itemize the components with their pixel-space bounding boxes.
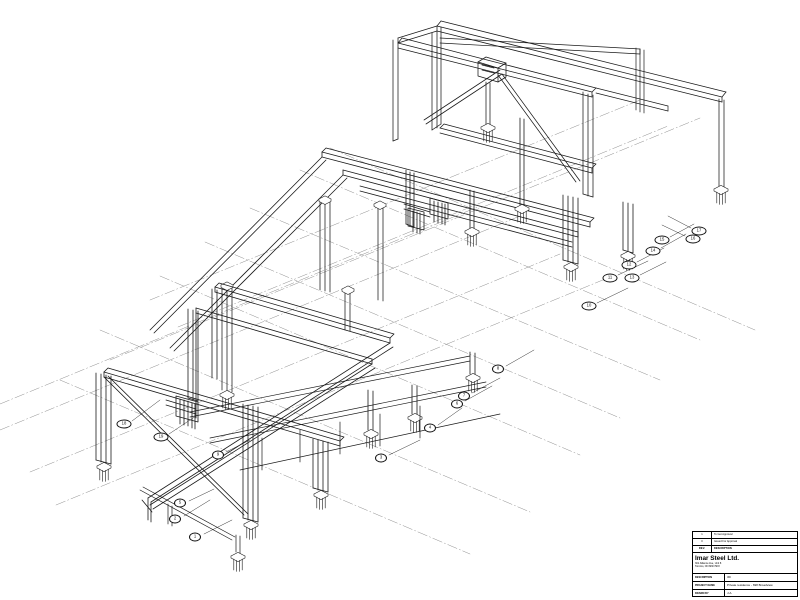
- drawn-by-value: J.A.: [727, 591, 733, 595]
- revision-header-rev: REV.: [693, 546, 712, 552]
- company-address-line-1: 301 Alliance Ave, Unit 8: [695, 561, 722, 565]
- project-name-label: PROJECT NAME: [693, 582, 725, 589]
- project-name-value: Private residence - 698 Broadview: [727, 583, 773, 587]
- callout-bubble-19: 19: [153, 432, 169, 442]
- callout-bubble-13: 13: [624, 273, 640, 283]
- callout-bubble-4: 4: [424, 423, 436, 433]
- callout-bubble-15: 15: [654, 235, 670, 245]
- description-value: 3D: [727, 575, 731, 579]
- deck-lower-middle: [189, 355, 501, 471]
- frame-upper-right-rails: [439, 37, 669, 114]
- callout-bubble-12: 12: [621, 260, 637, 270]
- company-block: Imar Steel Ltd. 301 Alliance Ave, Unit 8…: [693, 553, 797, 574]
- callout-bubble-11: 11: [602, 273, 618, 283]
- revision-number: 0: [693, 539, 712, 545]
- callout-bubble-18: 18: [116, 419, 132, 429]
- revision-header-row: REV. DESCRIPTION: [693, 546, 797, 553]
- callout-bubble-17: 17: [691, 226, 707, 236]
- frame-middle: [149, 117, 636, 352]
- callout-leaders: [131, 215, 695, 535]
- revision-description: Issued For Approval: [714, 540, 738, 543]
- callout-bubble-5: 5: [174, 498, 186, 508]
- revision-row: 1 To Get Approval: [693, 532, 797, 539]
- callout-bubble-2: 2: [169, 514, 181, 524]
- revision-description: To Get Approval: [714, 533, 733, 536]
- frame-back-right: [392, 20, 729, 205]
- project-name-row: PROJECT NAME Private residence - 698 Bro…: [693, 582, 797, 590]
- title-block: 1 To Get Approval 0 Issued For Approval …: [692, 531, 798, 597]
- description-row: DESCRIPTION 3D: [693, 574, 797, 582]
- callout-bubble-6: 6: [451, 399, 463, 409]
- revision-number: 1: [693, 532, 712, 538]
- callout-bubble-1: 1: [189, 532, 201, 542]
- callout-bubble-16: 16: [685, 234, 701, 244]
- callout-bubble-14: 14: [645, 246, 661, 256]
- revision-header-description: DESCRIPTION: [714, 547, 732, 550]
- description-label: DESCRIPTION: [693, 574, 725, 581]
- callout-bubble-9: 9: [212, 450, 224, 460]
- revision-row: 0 Issued For Approval: [693, 539, 797, 546]
- drawn-by-label: DRAWN BY: [693, 590, 725, 597]
- company-name: Imar Steel Ltd.: [695, 554, 740, 562]
- callout-bubble-10: 10: [581, 301, 597, 311]
- callout-bubble-8: 8: [492, 364, 504, 374]
- callout-bubble-3: 3: [375, 453, 387, 463]
- callout-bubble-7: 7: [458, 391, 470, 401]
- columns-mid-left: [219, 195, 387, 410]
- members-bottom-left: [139, 486, 246, 572]
- frame-front-left: [95, 282, 481, 540]
- company-address-line-2: Toronto, ON M6N 5K8: [695, 565, 720, 569]
- grid-lines: [0, 99, 756, 555]
- drawn-by-row: DRAWN BY J.A.: [693, 590, 797, 597]
